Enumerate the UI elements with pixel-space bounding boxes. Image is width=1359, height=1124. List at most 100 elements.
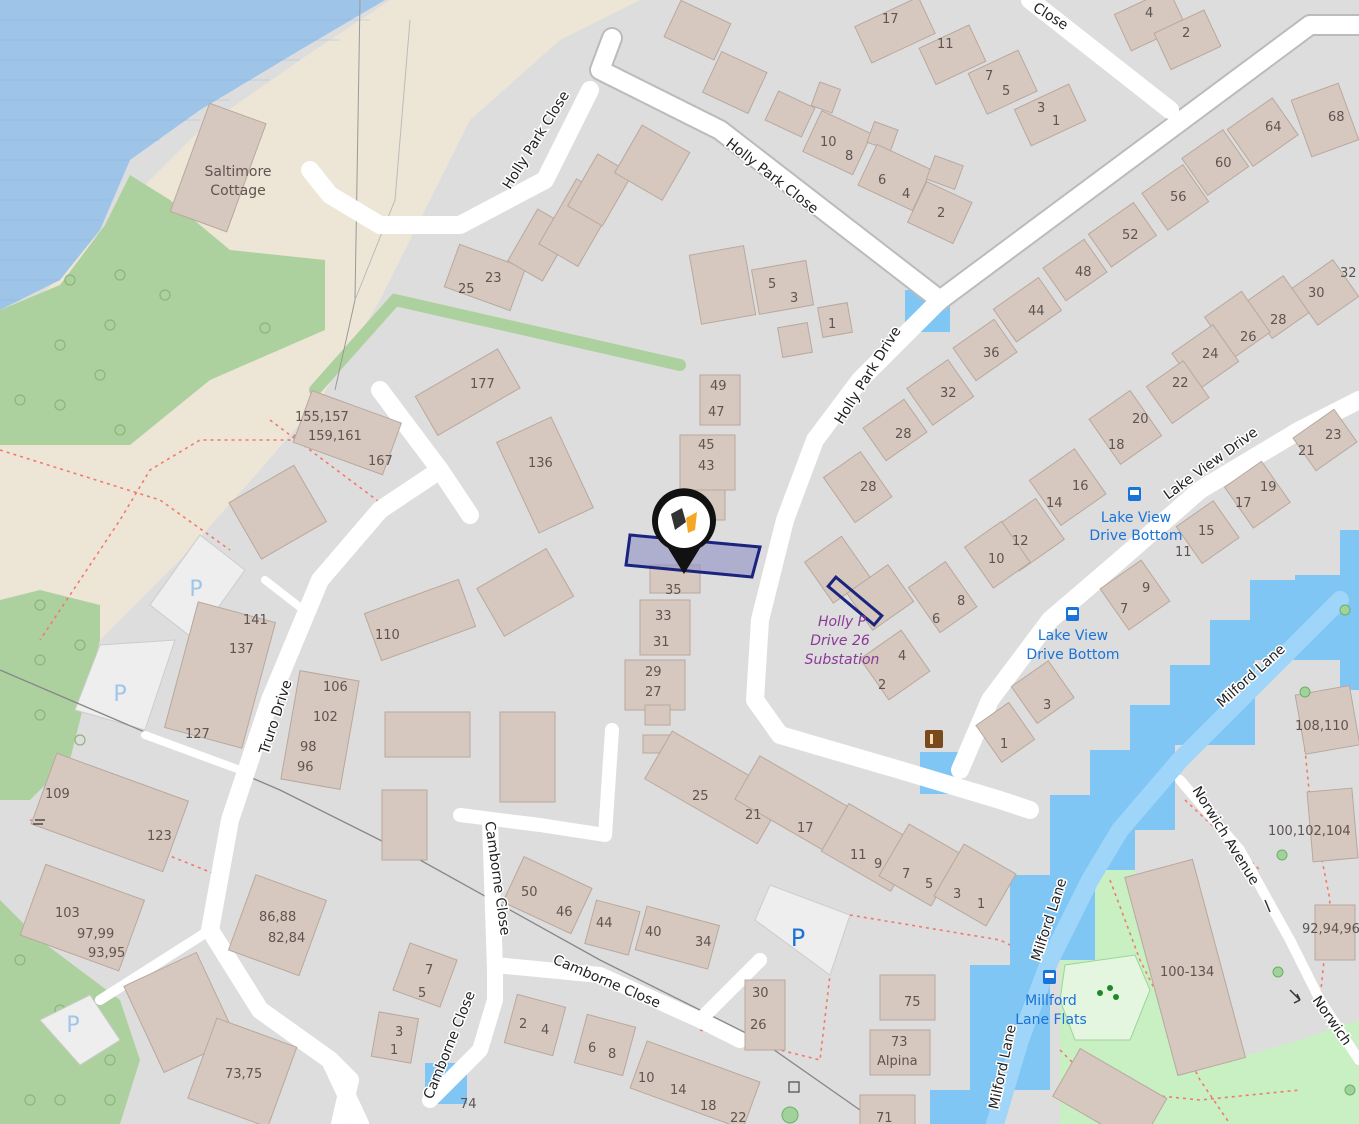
house-number: 44 [596, 916, 613, 931]
bus-stop-millford[interactable]: Millford Lane Flats [1015, 970, 1087, 1028]
house-number: 1 [977, 897, 985, 912]
house-number: 28 [895, 427, 912, 442]
substation-label: Substation [805, 652, 880, 668]
house-number: 167 [368, 454, 393, 469]
house-number: 1 [1000, 737, 1008, 752]
parking-label: P [189, 577, 202, 602]
house-number: 21 [745, 808, 762, 823]
house-number: 7 [902, 867, 910, 882]
bus-stop-label: Millford [1025, 993, 1077, 1009]
gate-icon [33, 819, 45, 825]
house-number: 100,102,104 [1268, 824, 1351, 839]
house-number: 64 [1265, 120, 1282, 135]
parking-label: P [66, 1013, 79, 1038]
bus-stop-lake-view-1[interactable]: Lake View Drive Bottom [1089, 487, 1183, 544]
house-number: 8 [845, 149, 853, 164]
substation-label: Holly P [818, 614, 867, 630]
house-number: 11 [937, 37, 954, 52]
house-number: 11 [850, 848, 867, 863]
park-tree-symbols [781, 604, 1356, 1124]
marker-logo-icon [671, 508, 686, 530]
beach-area [0, 0, 640, 700]
house-number: 18 [1108, 438, 1125, 453]
house-number: 52 [1122, 228, 1139, 243]
house-number: 33 [655, 609, 672, 624]
bus-stop-label: Lake View [1101, 510, 1171, 526]
house-number: 4 [902, 187, 910, 202]
tree-symbols [14, 269, 271, 1106]
house-number: 44 [1028, 304, 1045, 319]
house-number: 47 [708, 405, 725, 420]
house-number: 20 [1132, 412, 1149, 427]
house-number: 25 [692, 789, 709, 804]
bus-stop-lake-view-2[interactable]: Lake View Drive Bottom [1026, 607, 1120, 663]
house-number: 108,110 [1295, 719, 1349, 734]
house-number: 5 [418, 986, 426, 1001]
house-number: 103 [55, 906, 80, 921]
house-number: 159,161 [308, 429, 362, 444]
house-number: 31 [653, 635, 670, 650]
house-number: 2 [937, 206, 945, 221]
amenity-icon[interactable] [925, 730, 943, 748]
house-number: 46 [556, 905, 573, 920]
house-number: 127 [185, 727, 210, 742]
house-number: 8 [957, 594, 965, 609]
house-number: 11 [1175, 545, 1192, 560]
house-number: 27 [645, 685, 662, 700]
house-number: 92,94,96 [1302, 922, 1359, 937]
house-number: 10 [820, 135, 837, 150]
house-number: 5 [925, 877, 933, 892]
house-number: 2 [878, 678, 886, 693]
house-number: 28 [1270, 313, 1287, 328]
house-number: 177 [470, 377, 495, 392]
amenity-icon-detail [930, 734, 933, 744]
house-number: 17 [797, 821, 814, 836]
playground-icon [1097, 985, 1119, 1000]
house-number: 93,95 [88, 946, 125, 961]
house-number: 110 [375, 628, 400, 643]
house-number: 30 [752, 986, 769, 1001]
playground-area [1059, 954, 1151, 1041]
house-number: 4 [898, 649, 906, 664]
house-number: 96 [297, 760, 314, 775]
house-number: 68 [1328, 110, 1345, 125]
house-number: 56 [1170, 190, 1187, 205]
house-number: 19 [1260, 480, 1277, 495]
house-number: 45 [698, 438, 715, 453]
oneway-arrow-icon [1264, 899, 1271, 913]
house-number: 48 [1075, 265, 1092, 280]
house-number: 36 [983, 346, 1000, 361]
house-number: 3 [1037, 101, 1045, 116]
house-number: 86,88 [259, 910, 296, 925]
house-number: 1 [1052, 114, 1060, 129]
house-number: 71 [876, 1111, 893, 1124]
road-network [95, 0, 1359, 1124]
house-number: 1 [828, 317, 836, 332]
house-number: 6 [878, 173, 886, 188]
house-number: 100-134 [1160, 965, 1214, 980]
house-number: 25 [458, 282, 475, 297]
poi-label-saltimore: Saltimore [205, 164, 272, 180]
house-number: 9 [874, 857, 882, 872]
location-marker[interactable] [651, 488, 716, 574]
house-number: 23 [1325, 428, 1342, 443]
house-number: 9 [1142, 581, 1150, 596]
house-number: 97,99 [77, 927, 114, 942]
house-number: 3 [1043, 698, 1051, 713]
woodland-north [0, 175, 325, 445]
house-number: 60 [1215, 156, 1232, 171]
house-number: 82,84 [268, 931, 305, 946]
house-number: 23 [485, 271, 502, 286]
house-number: 18 [700, 1099, 717, 1114]
house-number: 40 [645, 925, 662, 940]
parking-label: P [791, 924, 805, 952]
bus-stop-label: Drive Bottom [1026, 647, 1119, 663]
house-number: 75 [904, 995, 921, 1010]
track-line [354, 19, 411, 301]
house-number: 3 [395, 1025, 403, 1040]
substation-outline[interactable] [826, 575, 884, 627]
house-number: 7 [985, 69, 993, 84]
house-number: 26 [1240, 330, 1257, 345]
house-number: 8 [608, 1047, 616, 1062]
